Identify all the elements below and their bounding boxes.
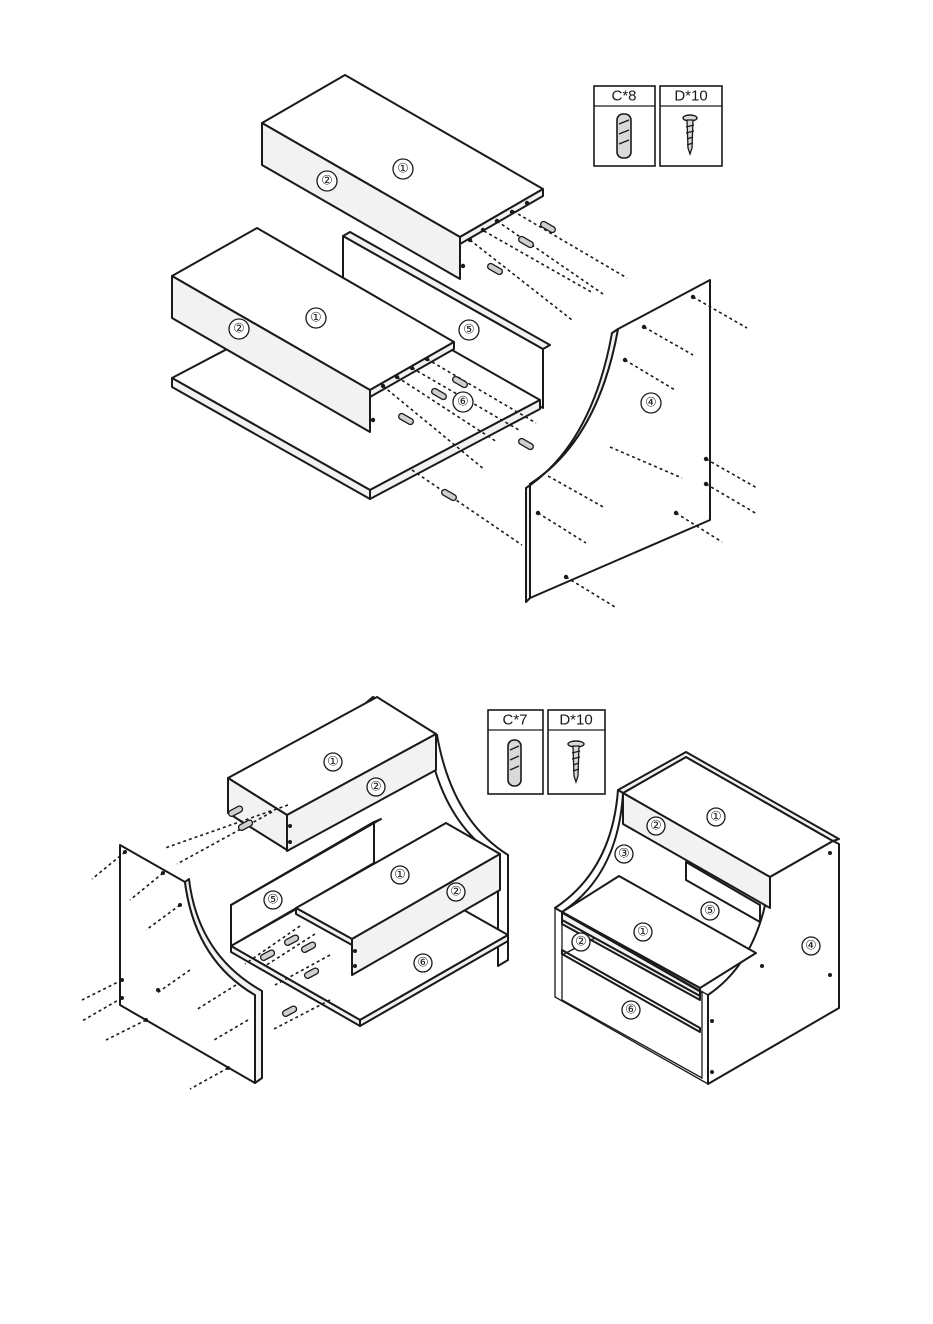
callout-part-2-assembled-middle: ② (572, 933, 590, 951)
callout-part-4-assembled: ④ (802, 937, 820, 955)
callout-label: ② (650, 819, 662, 834)
hardware-count: D*10 (559, 712, 592, 729)
step-2-exploded: ① ② ① ② ⑤ ⑥ C*7 (82, 697, 605, 1089)
callout-part-1-assembled-middle: ① (634, 923, 652, 941)
callout-part-6-step2: ⑥ (414, 954, 432, 972)
callout-label: ③ (618, 847, 630, 862)
callout-label: ① (710, 810, 722, 825)
callout-label: ⑤ (704, 904, 716, 919)
callout-part-1-top: ① (393, 159, 413, 179)
callout-part-1-assembled-top: ① (707, 808, 725, 826)
callout-label: ⑥ (625, 1003, 637, 1018)
callout-part-2-upper: ② (367, 778, 385, 796)
hardware-box-dowel-step2: C*7 (488, 710, 543, 794)
callout-label: ⑥ (417, 956, 429, 971)
step-1: ① ② ① ② ⑤ ⑥ ④ C*8 (172, 75, 757, 607)
callout-part-2-top: ② (317, 171, 337, 191)
callout-label: ① (327, 755, 339, 770)
callout-label: ① (397, 162, 409, 177)
callout-part-6-assembled: ⑥ (622, 1001, 640, 1019)
callout-part-5-assembled: ⑤ (701, 902, 719, 920)
callout-part-4: ④ (641, 393, 661, 413)
hardware-box-dowel: C*8 (594, 86, 655, 166)
callout-part-2-middle-step2: ② (447, 883, 465, 901)
hardware-box-screw: D*10 (660, 86, 722, 166)
callout-label: ① (637, 925, 649, 940)
callout-label: ② (321, 174, 333, 189)
callout-label: ② (370, 780, 382, 795)
dowel-icon (508, 740, 521, 786)
callout-label: ① (310, 311, 322, 326)
side-panel (526, 280, 710, 602)
dowel-icon (617, 114, 631, 158)
callout-label: ⑤ (463, 323, 475, 338)
hardware-count: D*10 (674, 88, 707, 105)
upper-shelf-assembly (228, 697, 436, 851)
callout-label: ① (394, 868, 406, 883)
callout-part-1-upper: ① (324, 753, 342, 771)
hardware-count: C*7 (502, 712, 527, 729)
left-side-panel (120, 845, 262, 1083)
hardware-box-screw-step2: D*10 (548, 710, 605, 794)
callout-label: ⑤ (267, 893, 279, 908)
callout-part-1-middle-step2: ① (391, 866, 409, 884)
callout-part-5: ⑤ (459, 320, 479, 340)
callout-label: ② (233, 322, 245, 337)
step-2-assembled: ① ② ③ ⑤ ① ② ④ ⑥ (555, 752, 839, 1084)
callout-part-2-middle: ② (229, 319, 249, 339)
callout-label: ⑥ (457, 395, 469, 410)
callout-label: ④ (645, 396, 657, 411)
callout-part-2-assembled-top: ② (647, 817, 665, 835)
callout-part-1-middle: ① (306, 308, 326, 328)
callout-part-6: ⑥ (453, 392, 473, 412)
callout-label: ② (450, 885, 462, 900)
callout-part-5-step2: ⑤ (264, 891, 282, 909)
callout-label: ④ (805, 939, 817, 954)
hardware-count: C*8 (611, 88, 636, 105)
callout-part-3-assembled: ③ (615, 845, 633, 863)
callout-label: ② (575, 935, 587, 950)
